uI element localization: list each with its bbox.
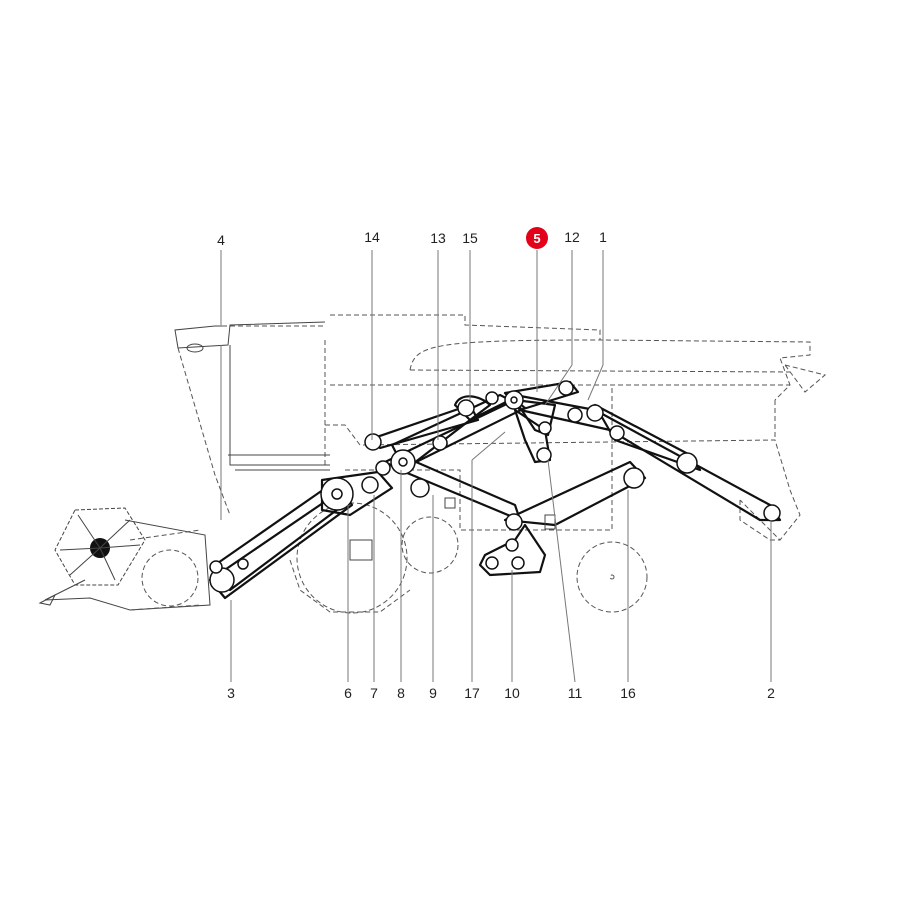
callout-6: 6 xyxy=(344,685,352,701)
callout-13: 13 xyxy=(430,230,446,246)
callout-4: 4 xyxy=(217,232,225,248)
callout-labels: 4 14 13 15 5 12 1 3 6 7 8 9 17 10 11 16 … xyxy=(217,227,775,701)
callout-5[interactable]: 5 xyxy=(533,231,540,246)
callout-8: 8 xyxy=(397,685,405,701)
callout-16: 16 xyxy=(620,685,636,701)
callout-7: 7 xyxy=(370,685,378,701)
callout-1: 1 xyxy=(599,229,607,245)
callout-11: 11 xyxy=(568,685,583,701)
callout-12: 12 xyxy=(564,229,580,245)
callout-3: 3 xyxy=(227,685,235,701)
callout-5-highlight-marker xyxy=(526,227,548,249)
machine-outline xyxy=(174,314,827,614)
header-reel xyxy=(38,507,211,611)
callout-15: 15 xyxy=(462,230,478,246)
callout-9: 9 xyxy=(429,685,437,701)
leader-lines xyxy=(220,250,772,683)
pulleys xyxy=(209,380,781,593)
callout-2: 2 xyxy=(767,685,775,701)
callout-17: 17 xyxy=(464,685,480,701)
callout-10: 10 xyxy=(504,685,520,701)
callout-14: 14 xyxy=(364,229,380,245)
